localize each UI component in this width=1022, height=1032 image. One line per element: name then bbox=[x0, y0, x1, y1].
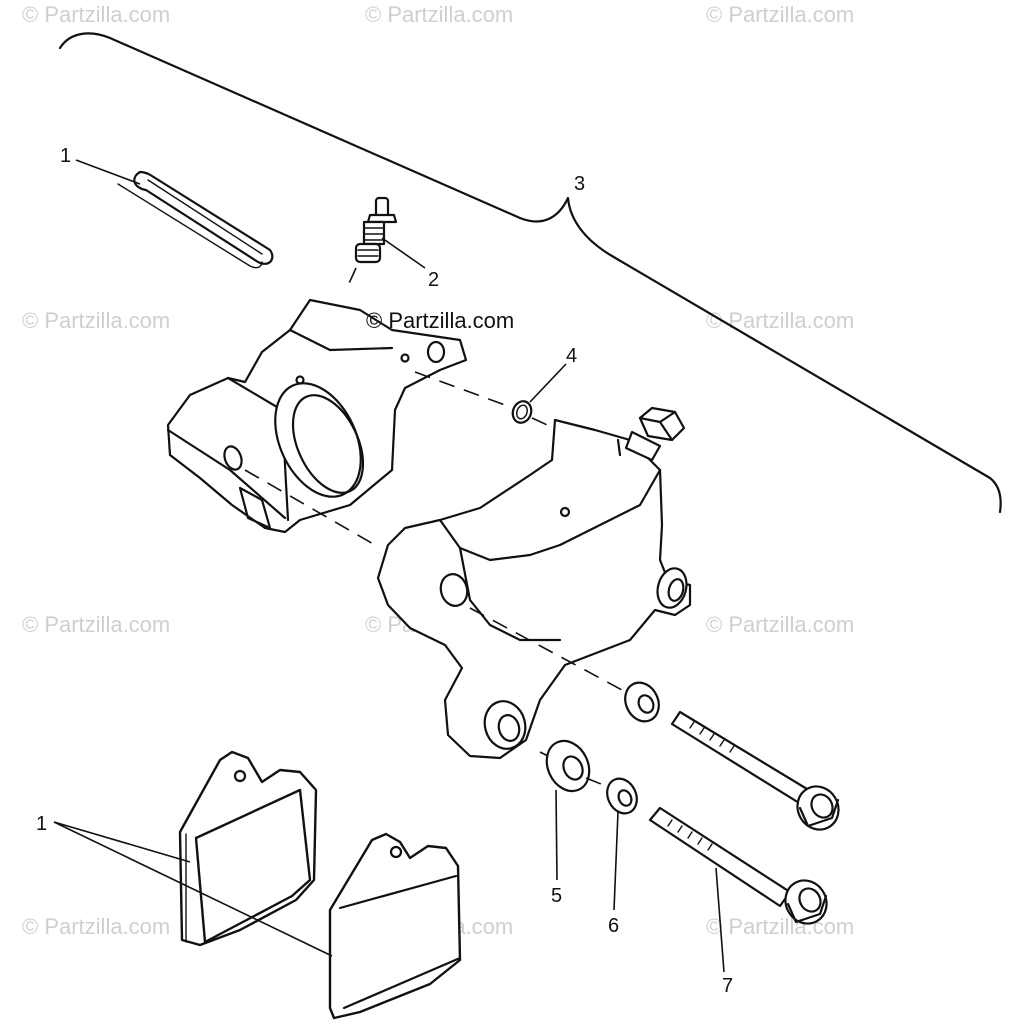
washer-small bbox=[606, 777, 638, 815]
bleeder-valve bbox=[354, 196, 398, 264]
callout-2: 2 bbox=[428, 269, 439, 291]
callout-4: 4 bbox=[566, 345, 577, 367]
pin-axis-line bbox=[414, 371, 506, 406]
o-ring bbox=[511, 400, 533, 424]
watermark: © Partzilla.com bbox=[22, 612, 170, 637]
washer-large bbox=[545, 739, 591, 793]
callout-3: 3 bbox=[574, 173, 585, 195]
callout-1-top: 1 bbox=[60, 145, 71, 167]
pad-spring-clip bbox=[117, 170, 274, 269]
oring-axis-line bbox=[531, 417, 559, 431]
bleeder-axis-line bbox=[345, 267, 357, 291]
watermark: © Partzilla.com bbox=[706, 308, 854, 333]
watermark: © Partzilla.com bbox=[706, 612, 854, 637]
callout-5: 5 bbox=[551, 885, 562, 907]
bolt-axis-line-upper bbox=[469, 607, 623, 691]
washer-upper bbox=[624, 681, 660, 723]
center-watermark: © Partzilla.com bbox=[366, 308, 514, 333]
callout-1-bottom: 1 bbox=[36, 813, 47, 835]
watermark: © Partzilla.com bbox=[22, 914, 170, 939]
watermark: © Partzilla.com bbox=[706, 2, 854, 27]
watermark: © Partzilla.com bbox=[22, 2, 170, 27]
bolt-lower bbox=[648, 806, 828, 925]
watermarks: © Partzilla.com © Partzilla.com © Partzi… bbox=[22, 2, 854, 939]
callout-7: 7 bbox=[722, 975, 733, 997]
callout-6: 6 bbox=[608, 915, 619, 937]
leader-lines bbox=[53, 159, 725, 973]
washer-axis-line bbox=[585, 777, 607, 787]
watermark: © Partzilla.com bbox=[365, 2, 513, 27]
brake-pad-front bbox=[328, 832, 462, 1020]
callout-labels: 1 2 3 4 1 5 6 7 bbox=[36, 145, 733, 997]
watermark: © Partzilla.com bbox=[22, 308, 170, 333]
caliper-hex-bolt bbox=[624, 406, 686, 462]
assembly-bracket bbox=[58, 32, 1002, 514]
caliper-left-half bbox=[166, 298, 468, 534]
watermark: © Partzilla.com bbox=[706, 914, 854, 939]
caliper-right-half bbox=[376, 418, 692, 760]
bolt-upper bbox=[670, 710, 840, 831]
